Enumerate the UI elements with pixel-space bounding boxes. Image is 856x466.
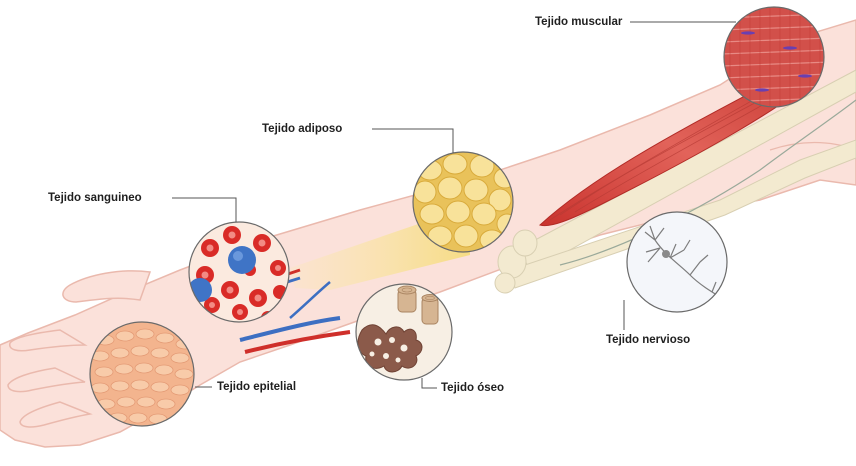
leader-lines	[172, 21, 736, 389]
label-tejido-sanguineo: Tejido sanguineo	[48, 192, 142, 204]
nerve-line	[559, 99, 856, 266]
inset-sanguineo	[188, 221, 290, 323]
inset-nervioso	[626, 211, 728, 313]
inset-epitelial	[89, 321, 195, 427]
label-tejido-oseo: Tejido óseo	[441, 382, 505, 394]
inset-adiposo	[412, 151, 514, 253]
inset-oseo	[355, 283, 453, 381]
label-tejido-epitelial: Tejido epitelial	[217, 381, 297, 393]
fat-band	[290, 220, 470, 290]
label-tejido-muscular: Tejido muscular	[535, 16, 623, 28]
label-tejido-adiposo: Tejido adiposo	[262, 123, 343, 135]
label-tejido-nervioso: Tejido nervioso	[606, 334, 691, 346]
